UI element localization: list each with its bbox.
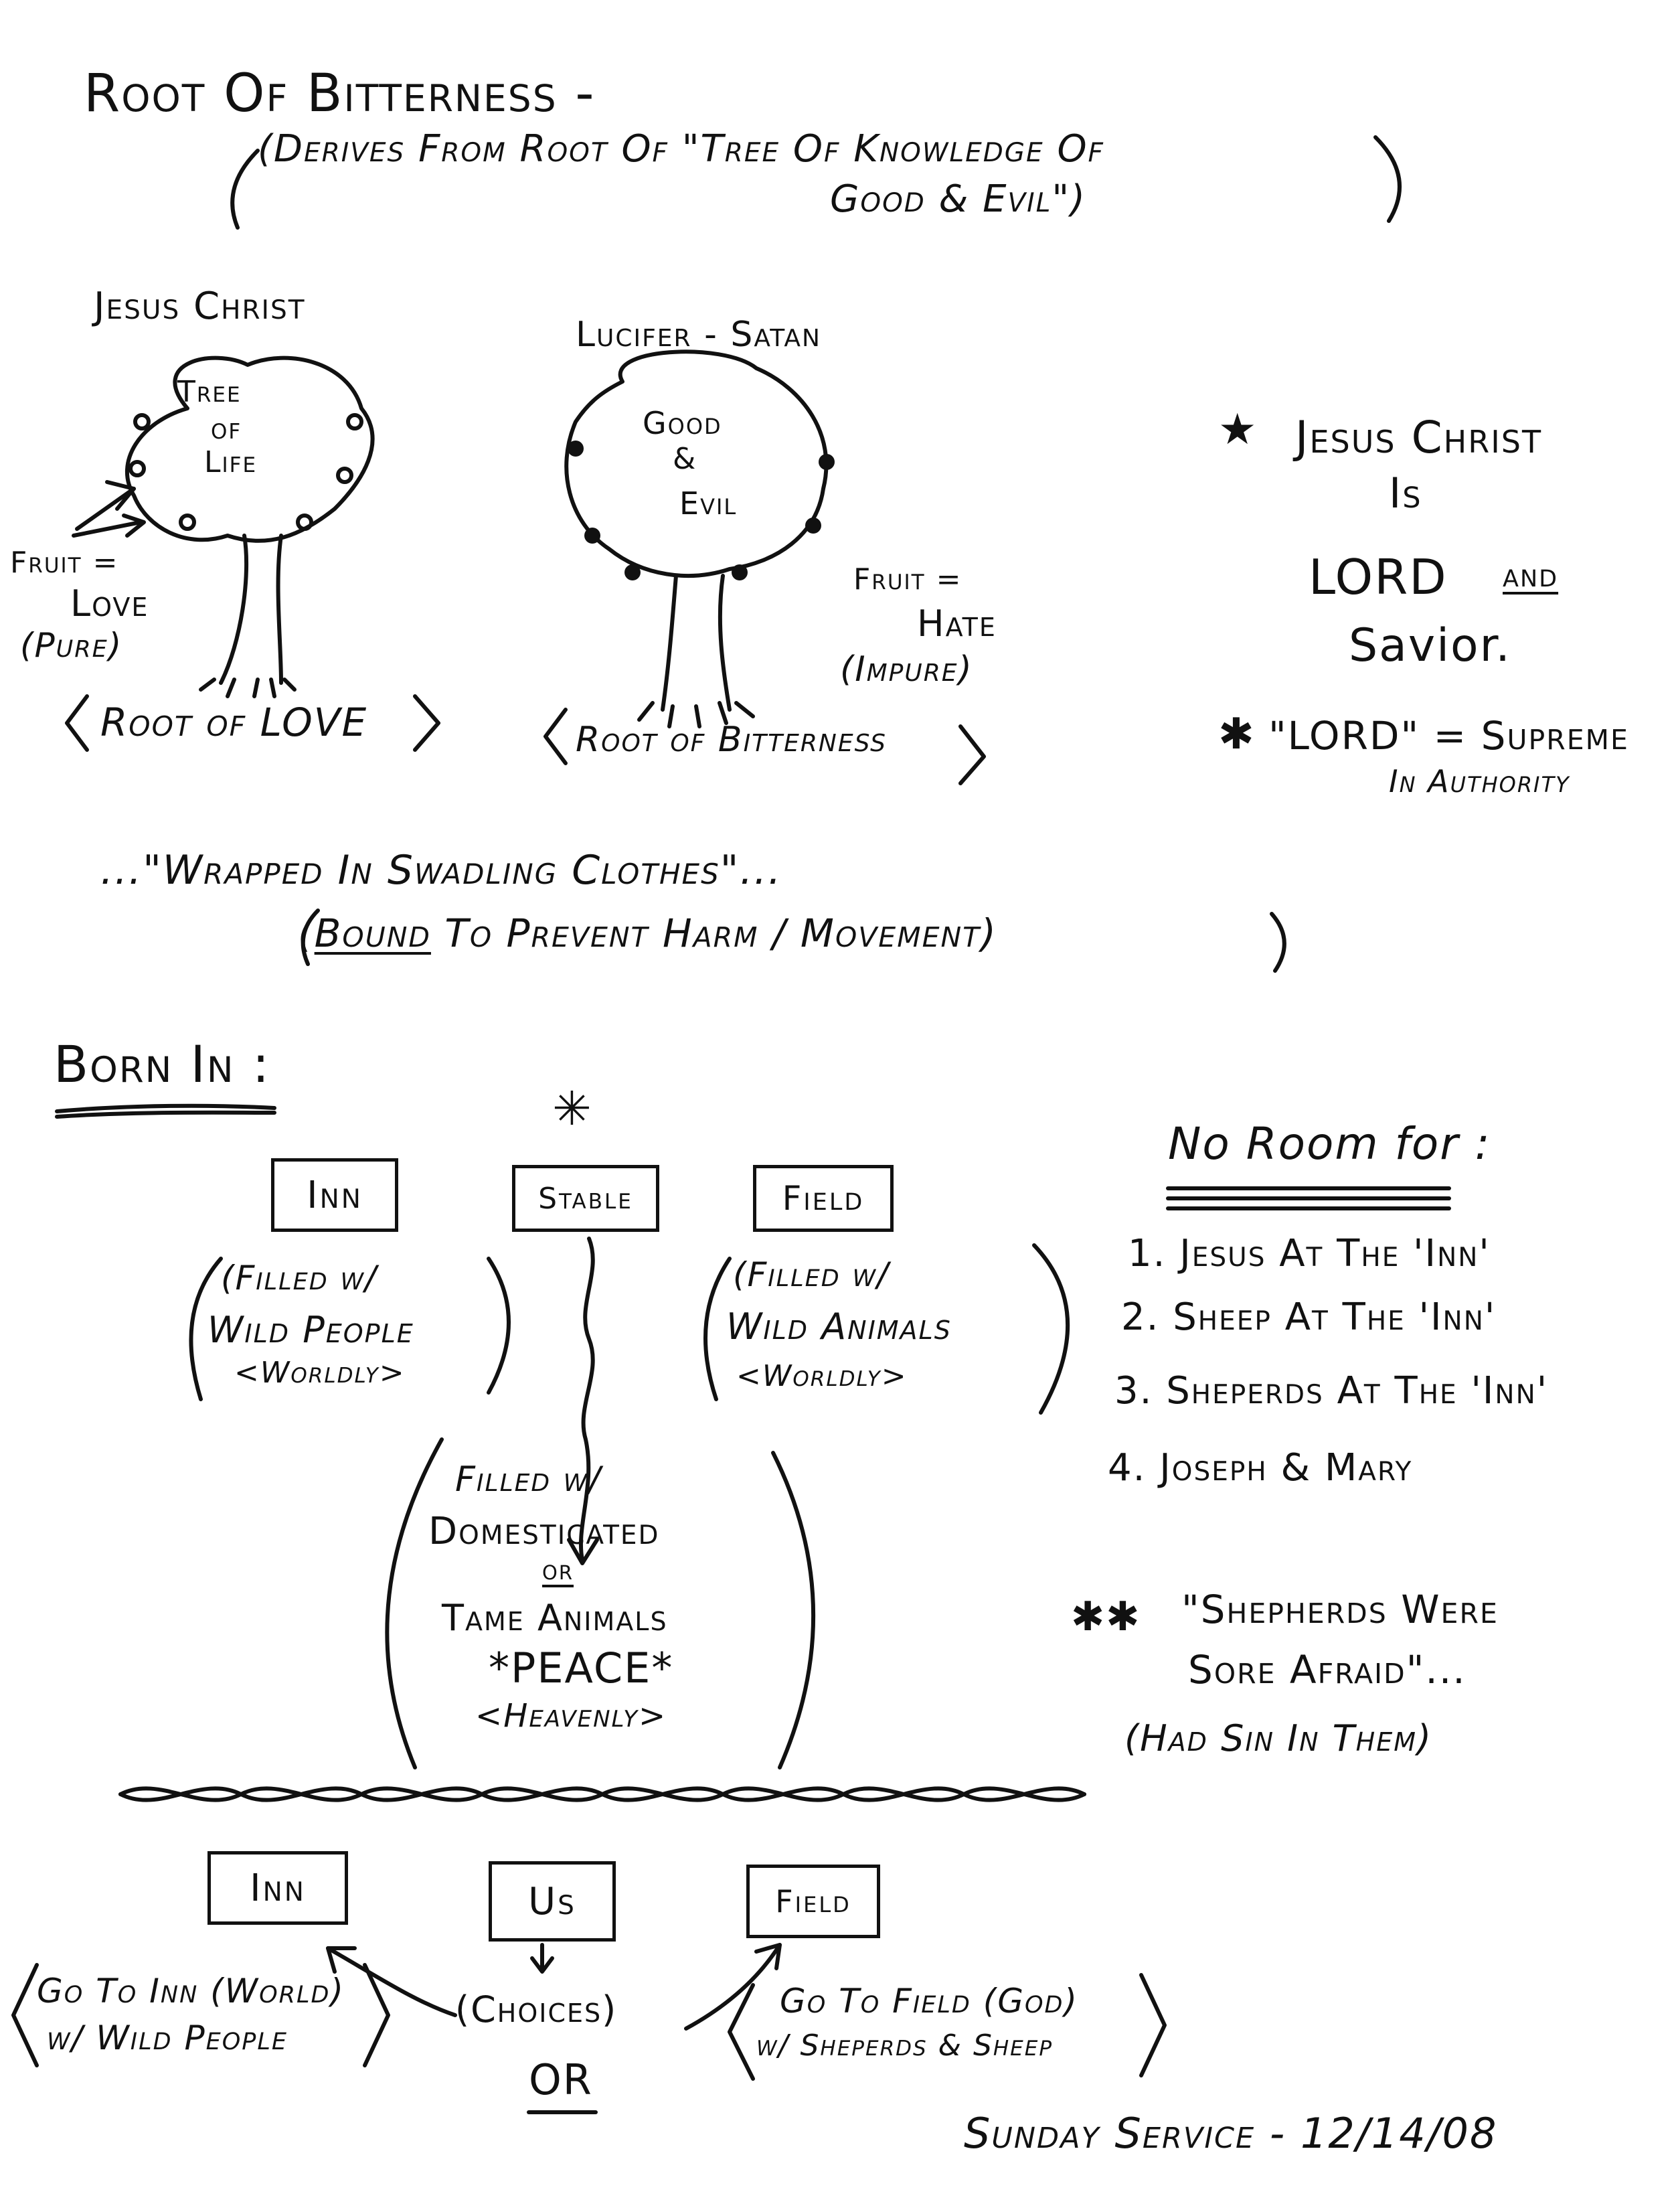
tree-left-canopy-1: Tree — [177, 375, 242, 409]
born-in-underline — [55, 1103, 276, 1113]
choice-right-line2: w/ Sheperds & Sheep — [756, 2029, 1054, 2063]
choice-or: OR — [529, 2055, 593, 2104]
field-paren-left — [703, 1257, 732, 1401]
stable-asterisk-icon: ✳ — [552, 1081, 593, 1136]
tree-right-heading: Lucifer - Satan — [576, 315, 821, 355]
box-inn: Inn — [271, 1158, 398, 1232]
born-in-heading: Born In : — [54, 1034, 271, 1094]
tree-left-fruit-label: Fruit = — [10, 546, 119, 580]
root-bracket-right-open — [543, 708, 568, 765]
tree-of-life-drawing — [72, 356, 375, 698]
choice-right-line1: Go To Field (God) — [780, 1982, 1078, 2021]
field-note-line1: (Filled w/ — [733, 1255, 890, 1294]
tree-right-fruit-quality: (Impure) — [840, 649, 973, 690]
stable-note-line4: Tame Animals — [442, 1597, 668, 1639]
shepherds-asterisks-icon: ✱✱ — [1071, 1593, 1141, 1640]
root-bracket-left-open — [65, 694, 89, 752]
field-paren-right — [1032, 1243, 1070, 1415]
stable-note-line1: Filled w/ — [455, 1459, 602, 1500]
inn-note-line3: <Worldly> — [234, 1356, 406, 1390]
tree-right-root: Root of Bitterness — [576, 720, 888, 760]
title-subtitle-line2: Good & Evil") — [830, 177, 1086, 221]
inn-note-line2: Wild People — [207, 1309, 414, 1351]
choice-left-open — [11, 1963, 39, 2067]
tree-left-root: Root of LOVE — [100, 700, 368, 745]
no-room-item-1: 1. Jesus At The 'Inn' — [1128, 1232, 1491, 1275]
inn-note-line1: (Filled w/ — [221, 1259, 378, 1297]
swaddling-paren-left — [301, 908, 320, 966]
choice-box-inn: Inn — [207, 1851, 348, 1925]
footer-date: Sunday Service - 12/14/08 — [964, 2109, 1498, 2158]
title-subtitle-line1: (Derives From Root Of "Tree Of Knowledge… — [258, 127, 1104, 171]
divider-wave-2 — [118, 1786, 1086, 1802]
tree-left-canopy-2: of — [211, 412, 242, 446]
title-paren-left — [230, 149, 260, 230]
lord-definition-asterisk-icon: ✱ — [1218, 710, 1256, 759]
tree-left-heading: Jesus Christ — [94, 285, 306, 328]
no-room-item-4: 4. Joseph & Mary — [1108, 1446, 1413, 1490]
choice-center: (Choices) — [455, 1988, 618, 2031]
no-room-item-2: 2. Sheep At The 'Inn' — [1121, 1295, 1497, 1339]
no-room-item-3: 3. Sheperds At The 'Inn' — [1114, 1369, 1549, 1413]
lord-line-2: Is — [1389, 469, 1422, 518]
swaddling-quote: ..."Wrapped In Swadling Clothes"... — [100, 847, 782, 894]
no-room-heading: No Room for : — [1168, 1118, 1491, 1170]
choice-right-close — [1139, 1973, 1167, 2077]
stable-note-line2: Domesticated — [428, 1510, 660, 1553]
tree-left-canopy-3: Life — [204, 445, 258, 479]
tree-right-canopy-2: & — [673, 442, 697, 476]
shepherds-line1: "Shepherds Were — [1181, 1587, 1499, 1632]
swaddling-bound-word: Bound — [314, 911, 431, 956]
tree-right-fruit-value: Hate — [917, 603, 997, 645]
field-note-line3: <Worldly> — [736, 1359, 908, 1393]
root-bracket-right-close — [958, 724, 986, 785]
lord-definition-line1: "LORD" = Supreme — [1268, 713, 1629, 759]
tree-left-fruit-quality: (Pure) — [20, 626, 123, 665]
lord-definition-line2: In Authority — [1389, 763, 1570, 799]
lord-word: LORD — [1309, 549, 1448, 605]
choice-right-open — [728, 1983, 755, 2081]
choice-left-close — [363, 1963, 390, 2067]
swaddling-note: (Bound To Prevent Harm / Movement) — [298, 911, 997, 956]
arrow-to-inn — [326, 1946, 457, 2017]
box-stable: Stable — [512, 1165, 659, 1232]
tree-right-canopy-3: Evil — [679, 485, 738, 522]
root-bracket-left-close — [413, 694, 440, 752]
lord-line-4: Savior. — [1349, 619, 1511, 672]
field-note-line2: Wild Animals — [726, 1306, 952, 1348]
choice-box-us: Us — [489, 1861, 616, 1942]
stable-arrow — [578, 1237, 595, 1562]
tree-left-fruit-value: Love — [70, 582, 149, 625]
choice-left-line2: w/ Wild People — [47, 2019, 288, 2057]
dark-fruit — [568, 441, 835, 580]
shepherds-line2: Sore Afraid"... — [1188, 1647, 1466, 1692]
tree-right-canopy-1: Good — [643, 405, 722, 441]
lord-star-icon: ★ — [1218, 405, 1258, 455]
lord-line-1: Jesus Christ — [1295, 412, 1543, 463]
swaddling-paren-right — [1270, 912, 1286, 973]
choice-left-line1: Go To Inn (World) — [37, 1972, 345, 2010]
lord-and: and — [1503, 556, 1559, 595]
choice-box-field: Field — [746, 1865, 880, 1938]
stable-paren-left — [385, 1437, 444, 1769]
title-paren-right — [1373, 135, 1402, 223]
arrow-to-field — [684, 1943, 782, 2031]
tree-of-good-and-evil-drawing — [564, 349, 829, 728]
inn-paren-left — [189, 1257, 223, 1401]
tree-right-fruit-label: Fruit = — [853, 562, 962, 597]
stable-note-line3: or — [542, 1553, 574, 1586]
stable-note-line6: <Heavenly> — [475, 1697, 667, 1735]
inn-paren-right — [487, 1257, 511, 1395]
stable-note-line5: *PEACE* — [489, 1644, 674, 1692]
page-title: Root Of Bitterness - — [84, 64, 596, 124]
box-field: Field — [753, 1165, 894, 1232]
stable-paren-right — [771, 1451, 816, 1769]
shepherds-line3: (Had Sin In Them) — [1124, 1717, 1433, 1759]
